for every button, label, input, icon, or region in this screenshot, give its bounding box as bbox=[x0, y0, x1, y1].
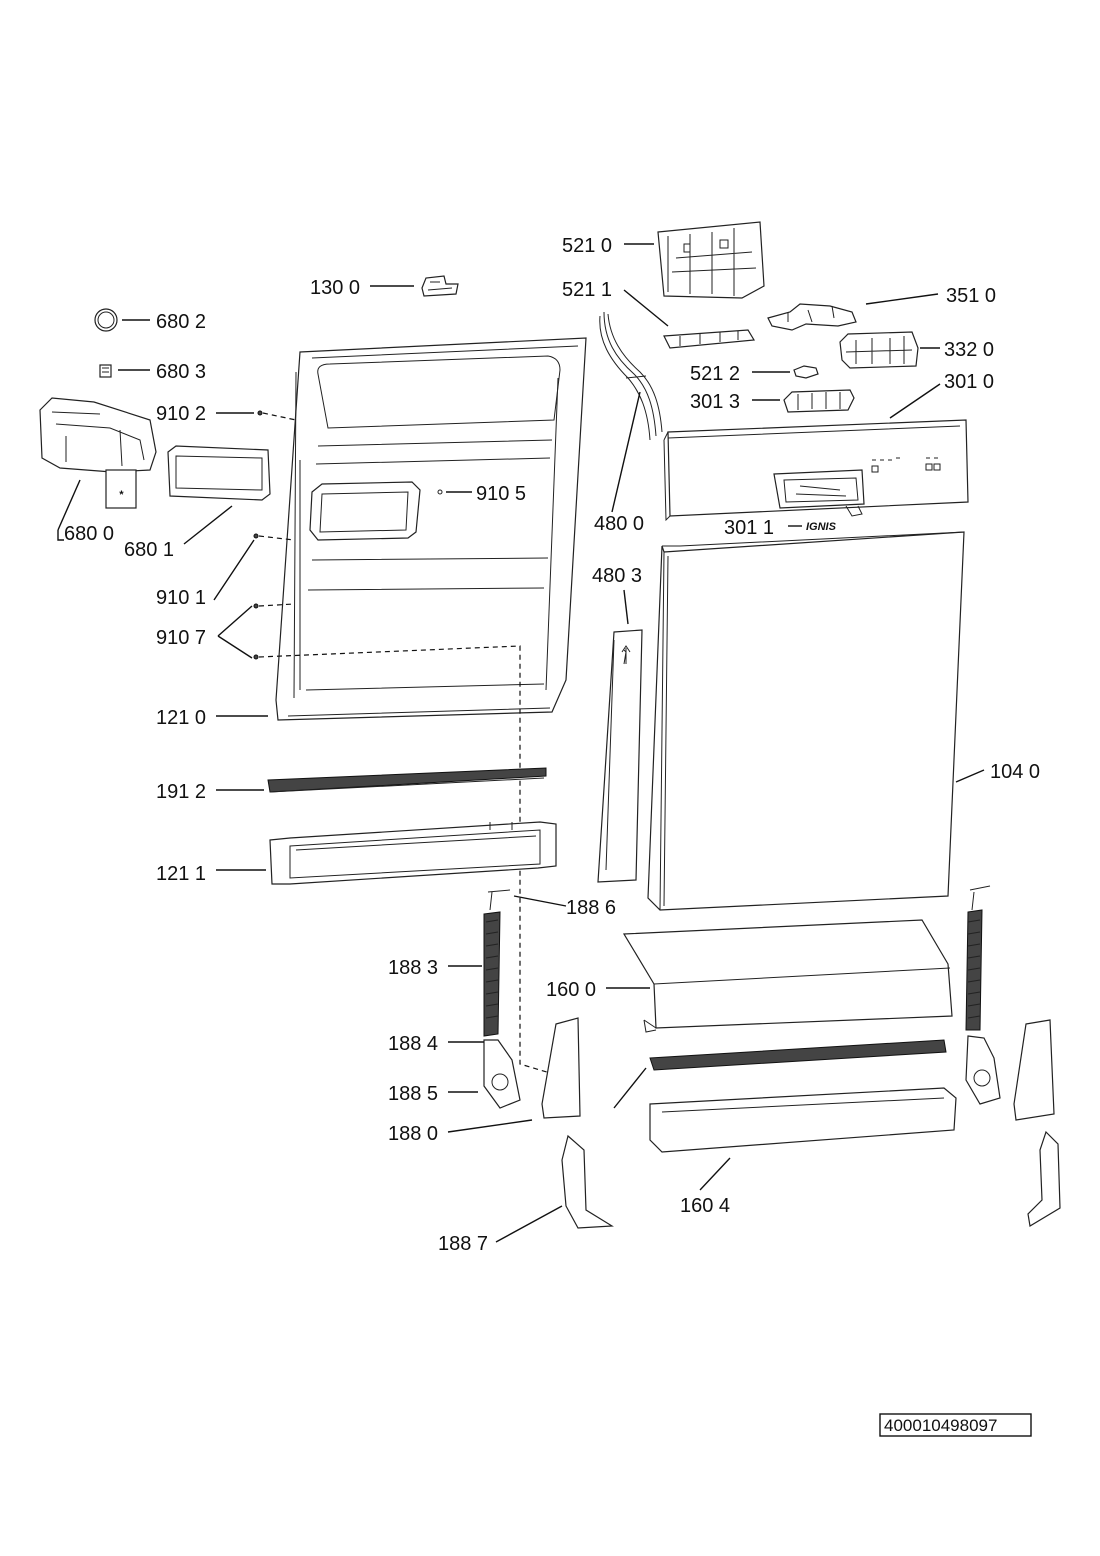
label-1210: 121 0 bbox=[156, 707, 206, 729]
document-code-text: 400010498097 bbox=[884, 1416, 997, 1435]
part-1600-plinth bbox=[622, 919, 953, 1033]
part-1604-trim bbox=[649, 1039, 957, 1153]
part-3010-control-panel bbox=[663, 419, 969, 522]
label-5211: 521 1 bbox=[562, 279, 612, 301]
label-1885: 188 5 bbox=[388, 1083, 438, 1105]
part-4803-strip bbox=[597, 629, 643, 883]
label-3510: 351 0 bbox=[946, 285, 996, 307]
part-1210-inner-door bbox=[275, 337, 587, 721]
part-5211-holder bbox=[663, 329, 756, 349]
label-1886: 188 6 bbox=[566, 897, 616, 919]
label-1887: 188 7 bbox=[438, 1233, 488, 1255]
part-5210-electronic-module bbox=[657, 221, 765, 299]
label-9102: 910 2 bbox=[156, 403, 206, 425]
part-1211-frame bbox=[269, 821, 557, 885]
part-1912-strip bbox=[267, 767, 547, 793]
leader-lines bbox=[57, 243, 985, 1243]
label-1883: 188 3 bbox=[388, 957, 438, 979]
label-4800: 480 0 bbox=[594, 513, 644, 535]
part-5212-sensor bbox=[793, 365, 819, 379]
part-4800-wiring bbox=[599, 311, 663, 441]
part-188-hinge-right bbox=[965, 885, 1061, 1227]
document-code: 400010498097 bbox=[879, 1413, 1032, 1437]
label-1600: 160 0 bbox=[546, 979, 596, 1001]
label-1912: 191 2 bbox=[156, 781, 206, 803]
label-6800: 680 0 bbox=[64, 523, 114, 545]
label-1040: 104 0 bbox=[990, 761, 1040, 783]
label-6800-bracket bbox=[57, 530, 64, 541]
label-5210: 521 0 bbox=[562, 235, 612, 257]
svg-text:*: * bbox=[119, 489, 124, 501]
part-3011-badge: IGNIS bbox=[804, 518, 838, 533]
label-9105: 910 5 bbox=[476, 483, 526, 505]
part-6802-ring bbox=[94, 308, 118, 332]
part-3320-module bbox=[839, 331, 919, 369]
part-6800-dispenser: * bbox=[39, 397, 157, 509]
label-1211: 121 1 bbox=[156, 863, 206, 885]
label-9101: 910 1 bbox=[156, 587, 206, 609]
label-1300: 130 0 bbox=[310, 277, 360, 299]
label-5212: 521 2 bbox=[690, 363, 740, 385]
label-3010: 301 0 bbox=[944, 371, 994, 393]
part-6801-gasket bbox=[167, 445, 271, 501]
label-1604: 160 4 bbox=[680, 1195, 730, 1217]
screws-910 bbox=[253, 410, 263, 660]
part-1300-latch bbox=[421, 275, 459, 297]
label-9107: 910 7 bbox=[156, 627, 206, 649]
part-1040-outer-door bbox=[647, 531, 965, 911]
label-4803: 480 3 bbox=[592, 565, 642, 587]
part-3013-buttons bbox=[783, 389, 855, 413]
label-3320: 332 0 bbox=[944, 339, 994, 361]
label-1880: 188 0 bbox=[388, 1123, 438, 1145]
part-188-hinge-left bbox=[483, 889, 614, 1229]
label-1884: 188 4 bbox=[388, 1033, 438, 1055]
label-3011: 301 1 bbox=[724, 517, 774, 539]
brand-badge-text: IGNIS bbox=[806, 521, 837, 533]
label-3013: 301 3 bbox=[690, 391, 740, 413]
part-3510-bracket bbox=[767, 303, 857, 331]
label-6803: 680 3 bbox=[156, 361, 206, 383]
part-6803-clip bbox=[99, 364, 112, 378]
label-6802: 680 2 bbox=[156, 311, 206, 333]
label-6801: 680 1 bbox=[124, 539, 174, 561]
part-labels: 521 0 130 0 521 1 351 0 680 2 332 0 680 … bbox=[57, 235, 1040, 1255]
